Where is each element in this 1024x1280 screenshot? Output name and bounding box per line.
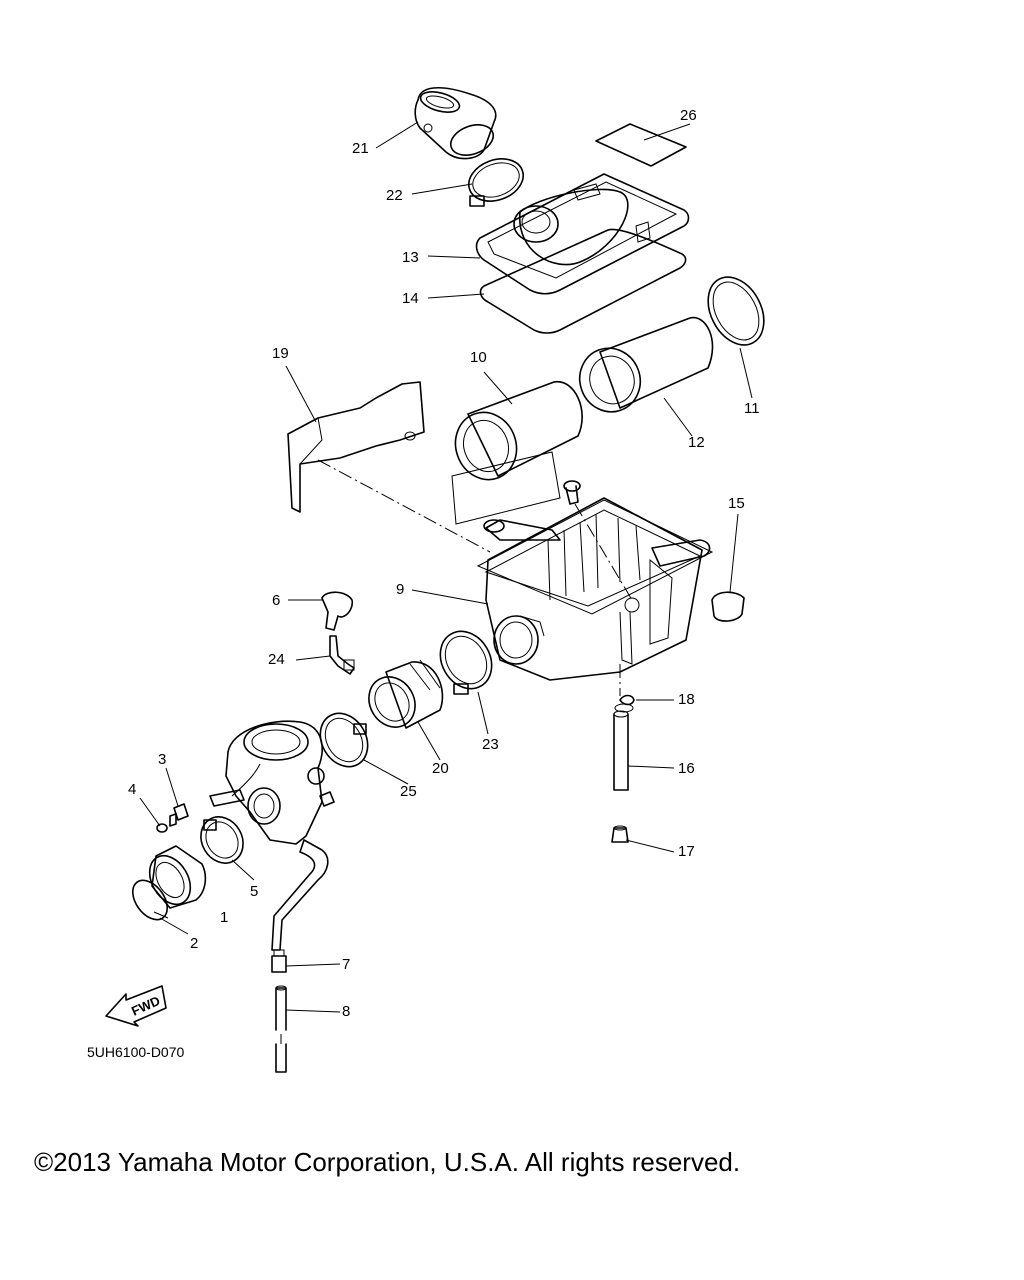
assembly-lines bbox=[280, 459, 633, 1044]
callout-25: 25 bbox=[400, 783, 417, 800]
callout-24: 24 bbox=[268, 651, 285, 668]
part-8-hose bbox=[275, 985, 287, 1073]
callout-3: 3 bbox=[158, 751, 166, 768]
callout-6: 6 bbox=[272, 592, 280, 609]
callout-15: 15 bbox=[728, 495, 745, 512]
callout-20: 20 bbox=[432, 760, 449, 777]
callout-23: 23 bbox=[482, 736, 499, 753]
callout-11: 11 bbox=[744, 400, 760, 417]
part-11-ring bbox=[707, 276, 765, 346]
callout-9: 9 bbox=[396, 581, 404, 598]
leader-lines bbox=[139, 121, 753, 1013]
copyright-notice: ©2013 Yamaha Motor Corporation, U.S.A. A… bbox=[34, 1147, 741, 1177]
part-20-intake-joint bbox=[368, 659, 444, 729]
callout-2: 2 bbox=[190, 935, 198, 952]
callout-18: 18 bbox=[678, 691, 695, 708]
part-6-elbow bbox=[321, 591, 354, 631]
part-21-intake-duct bbox=[414, 86, 497, 160]
part-13-airbox-cover bbox=[475, 173, 690, 295]
callout-8: 8 bbox=[342, 1003, 350, 1020]
part-24-fitting bbox=[329, 635, 355, 675]
part-25-clamp bbox=[319, 712, 369, 768]
callout-17: 17 bbox=[678, 843, 695, 860]
part-1-carburetor-joint bbox=[148, 845, 207, 909]
part-5-clamp bbox=[200, 816, 244, 864]
callout-16: 16 bbox=[678, 760, 695, 777]
callout-22: 22 bbox=[386, 187, 403, 204]
part-10-inner-filter bbox=[451, 381, 583, 525]
part-7-fitting bbox=[271, 949, 287, 973]
callout-4: 4 bbox=[128, 781, 136, 798]
callout-1: 1 bbox=[220, 909, 228, 926]
callout-19: 19 bbox=[272, 345, 289, 362]
callout-10: 10 bbox=[470, 349, 487, 366]
part-16-hose bbox=[613, 710, 629, 791]
carburetor-assembly bbox=[209, 720, 335, 951]
airbox-bolt bbox=[563, 480, 581, 505]
diagram-code: 5UH6100-D070 bbox=[87, 1044, 185, 1060]
part-19-heat-shield bbox=[287, 381, 425, 513]
fwd-arrow-icon: FWD bbox=[105, 985, 167, 1027]
callout-26: 26 bbox=[680, 107, 697, 124]
part-18-clip bbox=[614, 694, 635, 713]
part-23-clamp bbox=[439, 630, 493, 695]
callout-13: 13 bbox=[402, 249, 419, 266]
callout-12: 12 bbox=[688, 434, 705, 451]
callout-labels: 1 2 3 4 5 6 7 8 9 10 11 12 13 14 15 16 1… bbox=[128, 107, 760, 1020]
callout-7: 7 bbox=[342, 956, 350, 973]
part-3-bolt bbox=[169, 803, 189, 827]
part-12-outer-filter bbox=[578, 316, 714, 413]
callout-5: 5 bbox=[250, 883, 258, 900]
part-22-clamp bbox=[468, 158, 524, 207]
part-9-airbox-case bbox=[476, 497, 714, 681]
part-17-plug bbox=[611, 825, 629, 843]
part-14-gasket bbox=[479, 228, 687, 334]
part-2-o-ring bbox=[132, 879, 168, 921]
callout-21: 21 bbox=[352, 140, 369, 157]
part-15-clip bbox=[711, 591, 745, 622]
part-26-label bbox=[595, 123, 687, 167]
callout-14: 14 bbox=[402, 290, 419, 307]
part-4-washer bbox=[156, 823, 168, 833]
